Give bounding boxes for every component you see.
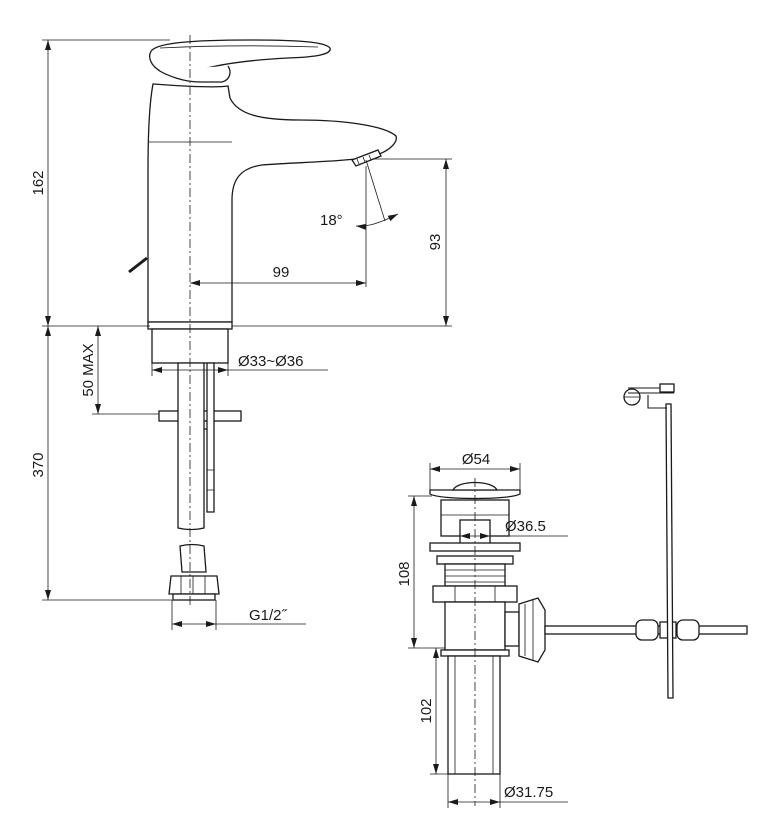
side-connector-nut xyxy=(504,597,546,663)
waste-hole-diameter-label: Ø36.5 xyxy=(505,518,546,535)
threaded-rod xyxy=(206,362,215,513)
faucet-aerator xyxy=(351,149,382,167)
vertical-lift-rod xyxy=(665,403,674,699)
hose-length-label: 370 xyxy=(30,452,47,477)
hose-connector-nut xyxy=(168,575,220,595)
faucet-drawing xyxy=(128,35,397,605)
thread-diameter-label: Ø33~Ø36 xyxy=(238,353,303,370)
max-counter-thickness-label: 50 MAX xyxy=(80,343,97,396)
connection-label: G1/2˝ xyxy=(249,607,288,624)
popup-rod-knob xyxy=(128,256,148,274)
supply-hose xyxy=(177,362,205,531)
faucet-dimensions: 162 93 99 18° 50 MAX 370 Ø33~Ø36 G1/2˝ xyxy=(30,39,452,630)
waste-tail-length-label: 102 xyxy=(418,698,435,723)
height-total-label: 162 xyxy=(30,170,47,195)
lift-rod-top-clip xyxy=(623,383,675,409)
faucet-handle-neck xyxy=(157,65,231,83)
popup-waste-cap xyxy=(429,489,521,500)
waste-body-height-label: 108 xyxy=(396,561,413,586)
waste-drawing xyxy=(429,383,748,806)
spout-height-label: 93 xyxy=(427,234,444,251)
waste-tail-pipe xyxy=(447,655,501,775)
spout-reach-label: 99 xyxy=(273,264,290,281)
faucet-body xyxy=(147,83,397,323)
spray-angle-label: 18° xyxy=(320,212,343,229)
waste-cap-diameter-label: Ø54 xyxy=(462,451,490,468)
waste-dimensions: Ø54 Ø36.5 108 102 Ø31.75 xyxy=(396,451,568,808)
waste-tail-diameter-label: Ø31.75 xyxy=(504,784,553,801)
